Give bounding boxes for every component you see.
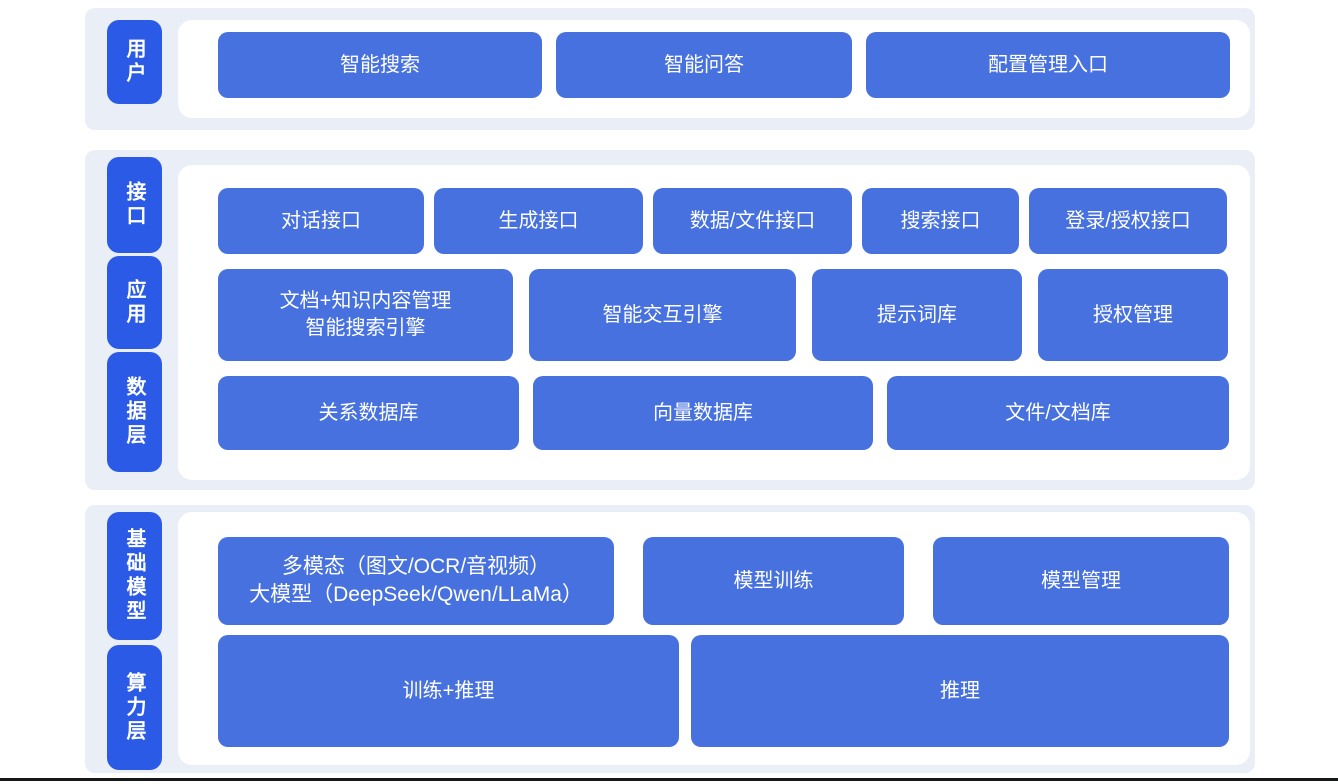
- layer-label-data: 数据层: [107, 352, 162, 472]
- interface-row: 对话接口 生成接口 数据/文件接口 搜索接口 登录/授权接口: [178, 188, 1250, 254]
- layer-label-compute: 算力层: [107, 645, 162, 770]
- box-dialog-interface: 对话接口: [218, 188, 424, 254]
- box-prompt-library: 提示词库: [812, 269, 1022, 361]
- box-relational-database: 关系数据库: [218, 376, 519, 450]
- box-search-interface: 搜索接口: [862, 188, 1019, 254]
- box-login-auth-interface: 登录/授权接口: [1029, 188, 1227, 254]
- layer-label-application: 应用: [107, 256, 162, 349]
- section-base-layers: 基础模型 算力层 多模态（图文/OCR/音视频） 大模型（DeepSeek/Qw…: [85, 505, 1255, 773]
- box-smart-search: 智能搜索: [218, 32, 542, 98]
- application-row: 文档+知识内容管理 智能搜索引擎 智能交互引擎 提示词库 授权管理: [178, 269, 1250, 361]
- base-layer-labels: 基础模型 算力层: [107, 512, 162, 773]
- box-training-inference: 训练+推理: [218, 635, 679, 747]
- box-smart-qa: 智能问答: [556, 32, 852, 98]
- layer-label-interface: 接口: [107, 157, 162, 253]
- box-vector-database: 向量数据库: [533, 376, 873, 450]
- base-layer-panel: 多模态（图文/OCR/音视频） 大模型（DeepSeek/Qwen/LLaMa）…: [178, 512, 1250, 765]
- box-inference: 推理: [691, 635, 1229, 747]
- box-config-management-entry: 配置管理入口: [866, 32, 1230, 98]
- box-auth-management: 授权管理: [1038, 269, 1228, 361]
- middle-layer-panel: 对话接口 生成接口 数据/文件接口 搜索接口 登录/授权接口 文档+知识内容管理…: [178, 165, 1250, 480]
- middle-layer-labels: 接口 应用 数据层: [107, 157, 162, 490]
- user-row: 智能搜索 智能问答 配置管理入口: [178, 32, 1250, 98]
- section-user-layer: 用户 智能搜索 智能问答 配置管理入口: [85, 8, 1255, 130]
- box-smart-interaction-engine: 智能交互引擎: [529, 269, 796, 361]
- box-model-management: 模型管理: [933, 537, 1229, 625]
- bottom-divider-line: [0, 778, 1338, 781]
- user-layer-labels: 用户: [107, 20, 162, 130]
- box-data-file-interface: 数据/文件接口: [653, 188, 852, 254]
- model-row: 多模态（图文/OCR/音视频） 大模型（DeepSeek/Qwen/LLaMa）…: [178, 537, 1250, 625]
- user-layer-panel: 智能搜索 智能问答 配置管理入口: [178, 20, 1250, 118]
- box-multimodal-large-model: 多模态（图文/OCR/音视频） 大模型（DeepSeek/Qwen/LLaMa）: [218, 537, 614, 625]
- box-doc-knowledge-search-engine: 文档+知识内容管理 智能搜索引擎: [218, 269, 513, 361]
- box-generation-interface: 生成接口: [434, 188, 643, 254]
- compute-row: 训练+推理 推理: [178, 635, 1250, 747]
- data-row: 关系数据库 向量数据库 文件/文档库: [178, 376, 1250, 450]
- layer-label-user: 用户: [107, 20, 162, 104]
- section-middle-layers: 接口 应用 数据层 对话接口 生成接口 数据/文件接口 搜索接口 登录/授权接口…: [85, 150, 1255, 490]
- layer-label-base-model: 基础模型: [107, 512, 162, 640]
- box-model-training: 模型训练: [643, 537, 904, 625]
- box-file-document-store: 文件/文档库: [887, 376, 1229, 450]
